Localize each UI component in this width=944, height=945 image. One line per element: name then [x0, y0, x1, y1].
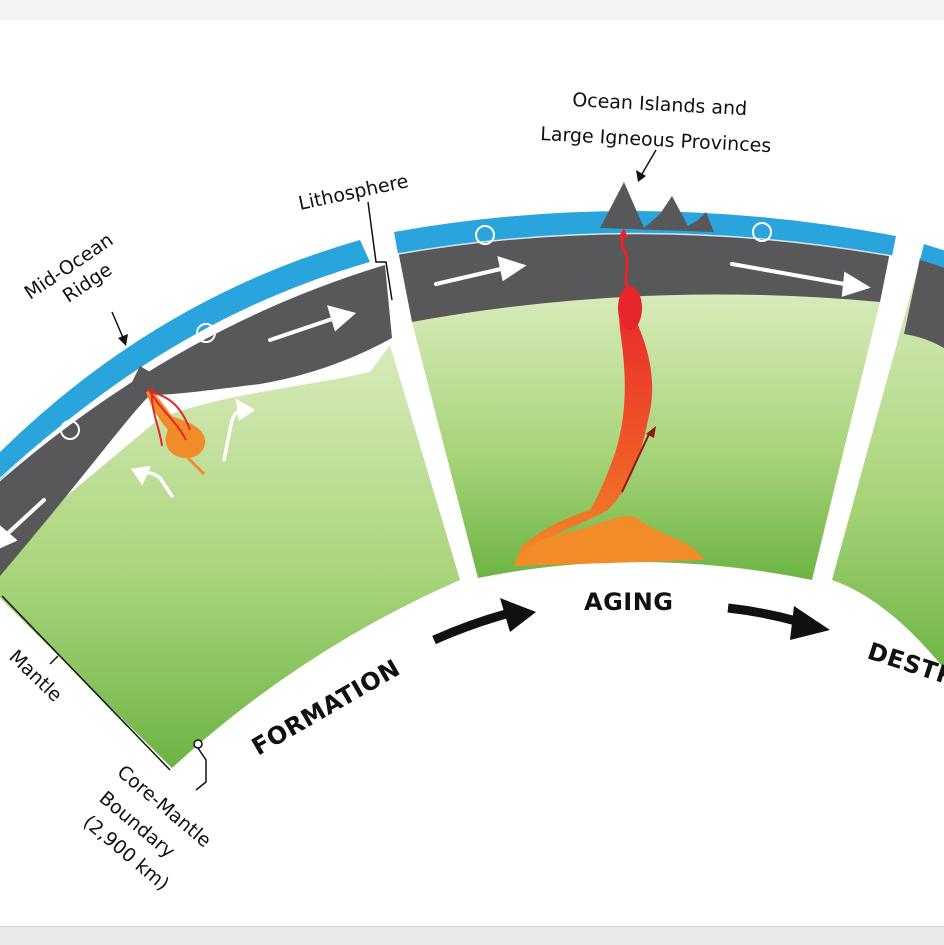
stage-arrow-2 — [727, 603, 830, 640]
plate-motion-arrows-aging — [434, 256, 871, 297]
ocean-destruction — [920, 244, 944, 268]
lithosphere-destruction — [904, 258, 944, 349]
mantle-plume — [514, 228, 704, 566]
core-mantle-boundary-callout: Core-Mantle Boundary (2,900 km) — [79, 739, 215, 895]
lithosphere-aging — [398, 229, 890, 322]
convection-arrows-formation — [131, 398, 256, 498]
ocean-islands-callout: Ocean Islands and Large Igneous Province… — [540, 89, 772, 182]
mid-ocean-ridge-crest — [132, 366, 162, 382]
rotation-icons-aging — [475, 222, 772, 245]
ocean-formation — [0, 240, 370, 481]
rotation-icons-formation — [60, 323, 216, 440]
ocean-islands-label-2: Large Igneous Provinces — [540, 123, 772, 157]
mantle-aging — [412, 294, 880, 580]
lithosphere-label: Lithosphere — [296, 170, 410, 215]
mantle-formation — [0, 345, 460, 768]
ridge-magma — [146, 387, 206, 476]
aging-segment — [394, 182, 896, 580]
window-bottom-bar — [0, 926, 944, 945]
stage-aging-label: AGING — [584, 588, 674, 616]
plate-motion-arrows-formation — [0, 305, 357, 549]
stage-arrow-1 — [432, 598, 536, 645]
formation-segment — [0, 240, 460, 768]
ocean-islands-label-1: Ocean Islands and — [572, 89, 748, 120]
ocean-island-peaks — [600, 182, 714, 232]
mantle-label: Mantle — [5, 646, 67, 707]
mantle-destruction — [832, 274, 944, 669]
mid-ocean-ridge-callout: Mid-Ocean Ridge — [20, 229, 128, 346]
lithosphere-formation — [0, 265, 392, 577]
destruction-segment — [832, 244, 944, 669]
